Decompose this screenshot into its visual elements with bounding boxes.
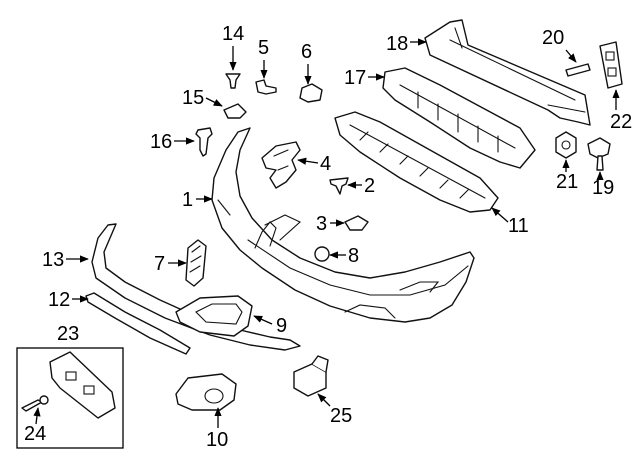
- svg-text:17: 17: [344, 67, 366, 89]
- callout-6: 6: [301, 41, 312, 85]
- svg-text:10: 10: [206, 429, 228, 451]
- callout-18: 18: [386, 33, 427, 55]
- svg-text:6: 6: [301, 41, 312, 63]
- energy-absorber: [382, 67, 536, 169]
- svg-text:9: 9: [276, 315, 287, 337]
- callout-3: 3: [316, 213, 345, 235]
- inset-frame: [16, 347, 124, 449]
- callout-24: 24: [24, 407, 46, 445]
- callout-16: 16: [150, 131, 195, 153]
- u-nut-clip: [223, 103, 247, 119]
- svg-text:4: 4: [320, 153, 331, 175]
- svg-text:20: 20: [542, 27, 564, 49]
- rivet-fastener: [225, 73, 241, 89]
- callout-23: 23: [57, 323, 79, 345]
- parking-sensor: [293, 355, 329, 397]
- svg-text:13: 13: [42, 249, 64, 271]
- callout-13: 13: [42, 249, 89, 271]
- pin-clip: [195, 127, 213, 157]
- svg-text:11: 11: [508, 215, 529, 237]
- callout-20: 20: [542, 27, 577, 63]
- inset-screw: [21, 395, 49, 412]
- svg-text:23: 23: [57, 323, 79, 345]
- retainer-clip: [344, 215, 369, 231]
- screw-fastener: [255, 79, 277, 95]
- svg-text:7: 7: [154, 253, 165, 275]
- svg-text:24: 24: [24, 423, 46, 445]
- callout-22: 22: [610, 89, 632, 133]
- callout-7: 7: [154, 253, 187, 275]
- callout-14: 14: [222, 23, 244, 71]
- mounting-plate: [599, 41, 623, 89]
- reinforcement-beam: [424, 19, 591, 126]
- callout-4: 4: [297, 153, 331, 175]
- callout-5: 5: [258, 37, 269, 79]
- svg-text:21: 21: [556, 171, 578, 193]
- svg-text:19: 19: [592, 177, 614, 199]
- callout-9: 9: [253, 315, 287, 337]
- callout-25: 25: [317, 393, 352, 427]
- hex-bolt: [587, 137, 611, 171]
- stud-bolt: [565, 63, 591, 77]
- svg-text:3: 3: [316, 213, 327, 235]
- callout-8: 8: [329, 245, 359, 267]
- callout-1: 1: [182, 189, 213, 211]
- svg-text:25: 25: [330, 405, 352, 427]
- svg-text:18: 18: [386, 33, 408, 55]
- svg-text:15: 15: [182, 87, 204, 109]
- nut-fastener: [299, 83, 323, 103]
- svg-text:1: 1: [182, 189, 193, 211]
- flange-nut: [555, 131, 577, 159]
- lower-trim-strip: [85, 292, 191, 355]
- bumper-cover: [211, 127, 475, 323]
- svg-text:5: 5: [258, 37, 269, 59]
- svg-text:14: 14: [222, 23, 244, 45]
- callout-15: 15: [182, 87, 223, 109]
- callout-12: 12: [48, 289, 89, 311]
- svg-text:8: 8: [348, 245, 359, 267]
- grille-emblem: [185, 239, 207, 287]
- svg-text:22: 22: [610, 111, 632, 133]
- callout-11: 11: [491, 207, 529, 237]
- license-bracket: [49, 351, 116, 419]
- grommet: [314, 246, 330, 262]
- callout-10: 10: [206, 407, 228, 451]
- lower-grille: [334, 111, 499, 213]
- fog-lamp-bezel: [175, 295, 253, 337]
- push-clip: [329, 177, 349, 195]
- svg-text:16: 16: [150, 131, 172, 153]
- callout-21: 21: [556, 159, 578, 193]
- svg-text:2: 2: [364, 175, 375, 197]
- side-bracket: [261, 141, 301, 189]
- fog-lamp-cover: [175, 373, 237, 411]
- callout-19: 19: [592, 171, 614, 199]
- callout-17: 17: [344, 67, 385, 89]
- callout-2: 2: [347, 175, 375, 197]
- svg-text:12: 12: [48, 289, 70, 311]
